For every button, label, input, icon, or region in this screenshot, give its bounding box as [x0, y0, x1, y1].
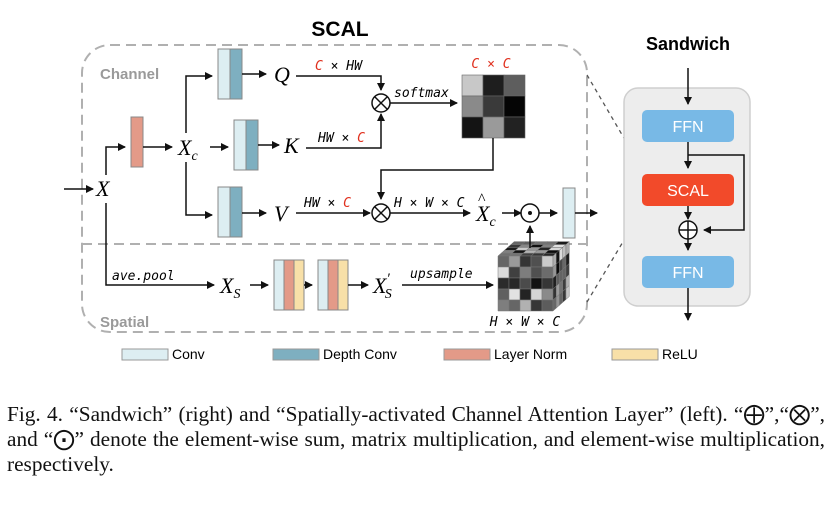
spatial-block-1 — [273, 259, 305, 311]
dim-k-label: HW × C — [317, 131, 365, 146]
scal-sandwich-diagram: SCAL Channel Spatial X ave.pool Xc Q K V… — [64, 18, 751, 362]
q-label: Q — [274, 62, 290, 87]
legend-depthconv-label: Depth Conv — [323, 346, 397, 362]
elementwise-sum-icon — [678, 220, 698, 240]
legend-layernorm-label: Layer Norm — [494, 346, 567, 362]
xs-prime-label: X′S — [372, 271, 392, 302]
scal-block-label: SCAL — [667, 183, 709, 200]
ffn-top-label: FFN — [672, 119, 703, 136]
elementwise-multiply-icon — [520, 203, 540, 223]
ffn-top-block — [642, 110, 734, 142]
legend-relu-swatch — [611, 348, 659, 361]
legend-conv-swatch — [121, 348, 169, 361]
dim-q-label: C × HW — [315, 59, 363, 74]
xc-hat-label: Xc — [475, 201, 496, 230]
legend-layernorm-swatch — [443, 348, 491, 361]
xc-hat-caret: ^ — [478, 191, 486, 208]
matmul-icon — [371, 93, 391, 113]
x-to-avepool-line — [105, 203, 215, 289]
scal-block — [642, 174, 734, 206]
attention-to-matmul-line — [377, 138, 494, 200]
k-depthconv-block — [245, 119, 259, 171]
legend-depthconv-swatch — [272, 348, 320, 361]
legend-conv-label: Conv — [172, 346, 205, 362]
sandwich-title: Sandwich — [646, 34, 730, 54]
channel-label: Channel — [100, 66, 159, 83]
v-label: V — [274, 201, 290, 226]
x-to-norm-line — [105, 143, 126, 175]
figure-caption: Fig. 4. “Sandwich” (right) and “Spatiall… — [7, 402, 825, 476]
softmax-label: softmax — [394, 86, 449, 101]
xc-label: Xc — [177, 135, 198, 164]
cxc-label: C × C — [471, 57, 510, 72]
v-depthconv-block — [229, 186, 243, 238]
cube-dim-label: H × W × C — [489, 315, 561, 330]
xs-label: XS — [219, 273, 240, 302]
k-conv-block — [233, 119, 247, 171]
q-depthconv-block — [229, 48, 243, 100]
scal-title: SCAL — [311, 18, 368, 41]
residual-line — [688, 154, 745, 234]
layer-norm-block — [130, 116, 144, 168]
avepool-label: ave.pool — [112, 269, 175, 284]
dim-v-label: HW × C — [303, 196, 351, 211]
spatial-cube — [497, 241, 570, 312]
spatial-label: Spatial — [100, 314, 149, 331]
v-conv-block — [217, 186, 231, 238]
x-label: X — [95, 176, 111, 201]
k-to-matmul-line — [306, 113, 385, 149]
legend-relu-label: ReLU — [662, 346, 698, 362]
ffn-bottom-block — [642, 256, 734, 288]
attention-map — [461, 74, 526, 139]
upsample-label: upsample — [410, 267, 473, 282]
ffn-bottom-label: FFN — [672, 265, 703, 282]
xc-to-q-line — [185, 72, 213, 133]
q-conv-block — [217, 48, 231, 100]
k-label: K — [283, 133, 300, 158]
matmul-icon-2 — [371, 203, 391, 223]
hwc-out-label: H × W × C — [393, 196, 465, 211]
spatial-block-2 — [317, 259, 349, 311]
q-to-matmul-line — [296, 75, 385, 91]
output-conv-block — [562, 187, 576, 239]
xc-to-v-line — [185, 162, 213, 219]
